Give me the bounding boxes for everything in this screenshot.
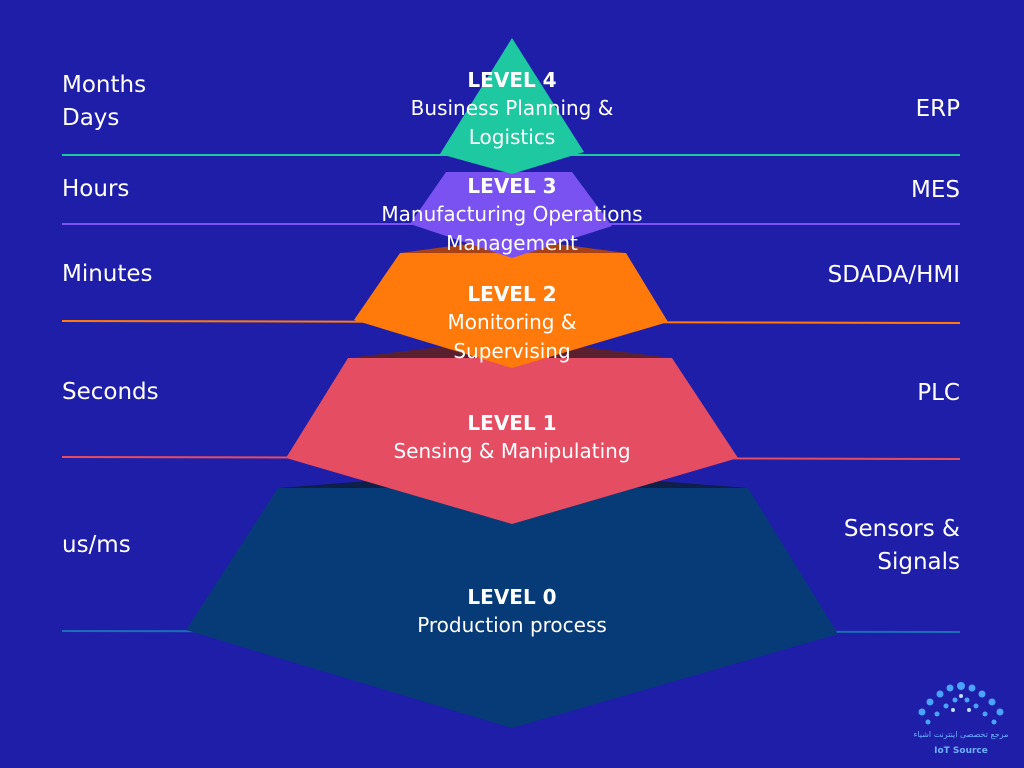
level3-label: LEVEL 3 Manufacturing Operations Managem…	[312, 172, 712, 258]
level1-description: Sensing & Manipulating	[393, 439, 631, 463]
iot-dots-logo-icon	[918, 682, 1004, 725]
level0-description: Production process	[417, 613, 607, 637]
time-scale-seconds: Seconds	[62, 379, 159, 405]
level0-label: LEVEL 0 Production process	[312, 583, 712, 640]
level4-block	[440, 38, 584, 174]
level4-description: Business Planning & Logistics	[410, 96, 614, 149]
time-scale-hours: Hours	[62, 176, 130, 202]
level1-block	[286, 358, 738, 524]
level2-title: LEVEL 2	[467, 282, 557, 306]
level1-title: LEVEL 1	[467, 411, 557, 435]
system-sensors-line: Sensors &	[843, 516, 960, 542]
level2-label: LEVEL 2 Monitoring & Supervising	[312, 280, 712, 366]
level4-label: LEVEL 4 Business Planning & Logistics	[312, 66, 712, 152]
level4-title: LEVEL 4	[467, 68, 557, 92]
system-sdada-hmi: SDADA/HMI	[827, 262, 960, 288]
time-scale-minutes: Minutes	[62, 261, 153, 287]
system-mes: MES	[911, 177, 960, 203]
iot-source-logo: مرجع تخصصی اینترنت اشیاء IoT Source	[906, 676, 1024, 768]
level1-label: LEVEL 1 Sensing & Manipulating	[312, 409, 712, 466]
system-signals-line: Signals	[877, 549, 960, 575]
level3-block	[410, 172, 612, 258]
level0-block	[186, 488, 838, 728]
level2-block	[354, 253, 668, 368]
time-scale-days: Days	[62, 105, 120, 131]
level2-description: Monitoring & Supervising	[447, 310, 577, 363]
logo-name: IoT Source	[934, 746, 988, 756]
system-plc: PLC	[917, 380, 960, 406]
logo-arabic-caption: مرجع تخصصی اینترنت اشیاء	[913, 730, 1009, 739]
level3-title: LEVEL 3	[467, 174, 557, 198]
level3-description: Manufacturing Operations Management	[381, 202, 643, 255]
time-scale-level4: Months Days	[62, 69, 146, 135]
time-scale-months: Months	[62, 72, 147, 98]
system-erp: ERP	[915, 96, 960, 122]
level0-title: LEVEL 0	[467, 585, 557, 609]
system-sensors-signals: Sensors & Signals	[844, 513, 960, 579]
time-scale-us-ms: us/ms	[62, 532, 131, 558]
